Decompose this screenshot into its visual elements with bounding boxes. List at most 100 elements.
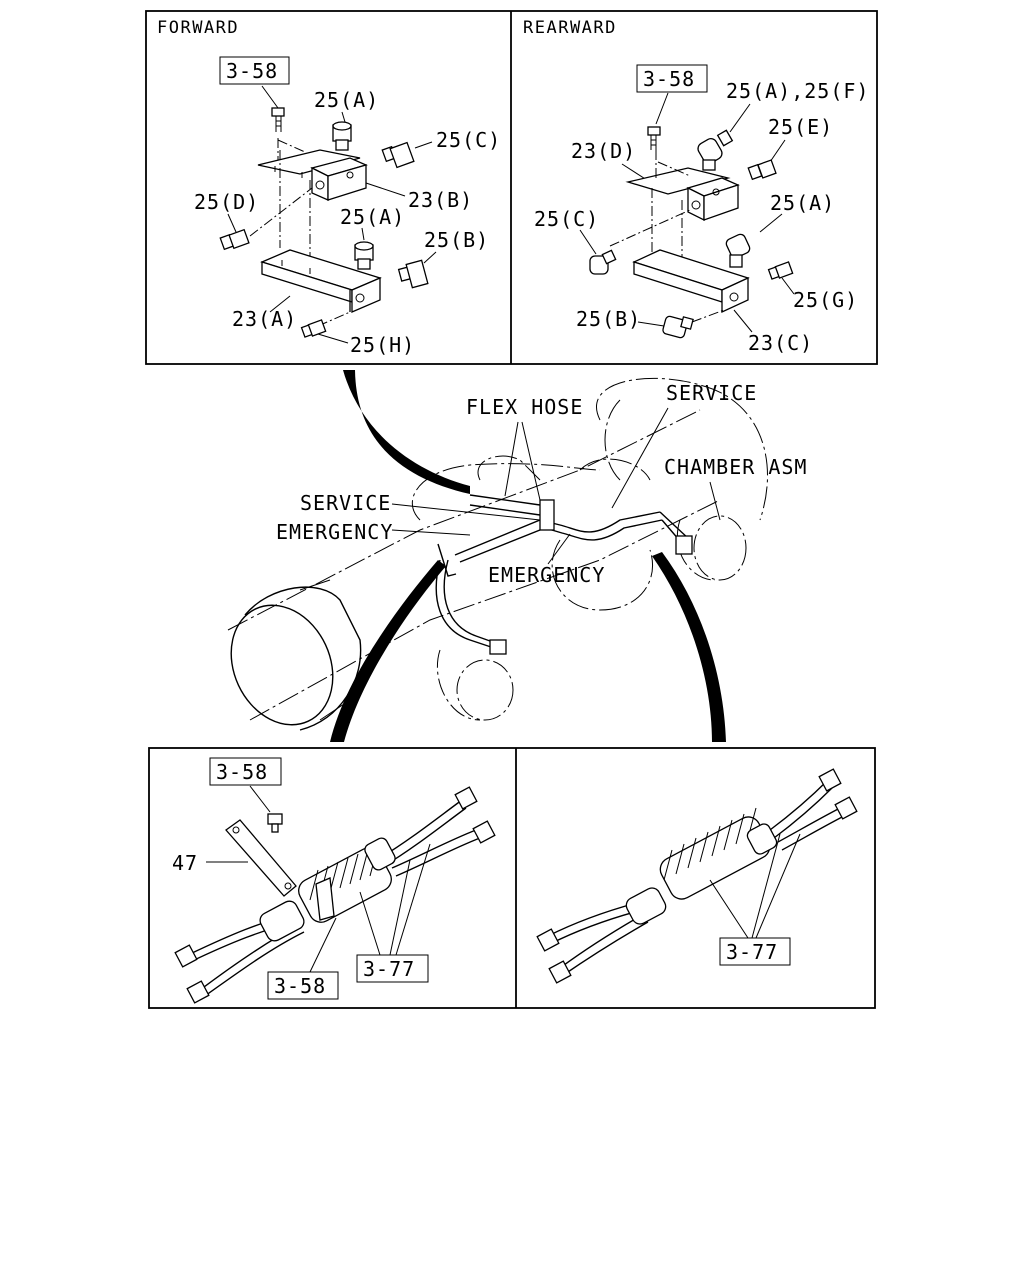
left-fitting	[489, 639, 507, 655]
forward-ref-358: 3-58	[226, 59, 278, 83]
callout-arc-forward	[343, 370, 470, 494]
leader-flex-hose-2	[521, 421, 541, 501]
forward-title: FORWARD	[157, 18, 239, 38]
forward-bolt	[261, 85, 285, 132]
leader-chamber-asm	[709, 481, 721, 521]
rearward-label-25g: 25(G)	[793, 288, 858, 312]
bl-ref-358-top: 3-58	[216, 760, 268, 784]
forward-label-25c: 25(C)	[436, 128, 501, 152]
rearward-fitting-25b	[662, 315, 694, 339]
forward-block-23b	[257, 149, 368, 201]
rearward-label-25e: 25(E)	[768, 115, 833, 139]
rearward-label-25a: 25(A)	[770, 191, 835, 215]
forward-leader-25d	[227, 213, 237, 233]
bottom-panels-frame	[148, 747, 876, 1009]
axle-differential	[477, 399, 654, 611]
leader-emergency-left	[391, 529, 471, 536]
forward-leader-25h	[317, 333, 349, 344]
forward-fitting-25c	[381, 141, 433, 169]
br-ref-box-377	[719, 937, 791, 966]
forward-fitting-25b	[397, 259, 429, 289]
rearward-title: REARWARD	[523, 18, 617, 38]
hose-left-2	[443, 559, 505, 647]
rearward-leader-23c	[733, 309, 753, 333]
forward-label-25a-top: 25(A)	[314, 88, 379, 112]
rearward-panel: REARWARD 3-58 25(A),25(F) 25(E) 23(D)	[523, 18, 869, 355]
rearward-label-23d: 23(D)	[571, 139, 636, 163]
bl-hose-assembly	[174, 786, 496, 1004]
bl-bracket-hole-1	[232, 826, 240, 834]
forward-leader-25b	[423, 251, 437, 264]
leader-service-left	[391, 503, 541, 521]
br-leader-377-2	[751, 833, 781, 939]
leader-service-right	[611, 407, 669, 509]
forward-fitting-25d	[219, 228, 250, 251]
rearward-leader-25c	[579, 229, 597, 255]
right-fitting	[675, 535, 693, 555]
forward-label-25h: 25(H)	[350, 333, 415, 357]
forward-leader-25a-mid	[361, 227, 365, 241]
wheel-hub	[230, 579, 362, 731]
rearward-block-23c	[632, 249, 750, 314]
flex-hose-pair	[469, 494, 541, 516]
rearward-fitting-25e	[747, 159, 777, 181]
forward-label-25b: 25(B)	[424, 228, 489, 252]
hose-main-1	[454, 511, 661, 556]
leader-emergency-mid	[547, 533, 571, 565]
label-emergency-left: EMERGENCY	[276, 520, 393, 544]
rearward-ref-358: 3-58	[643, 67, 695, 91]
label-service-left: SERVICE	[300, 491, 391, 515]
axle-illustration: FLEX HOSE SERVICE CHAMBER ASM SERVICE EM…	[227, 370, 807, 742]
br-hose-assembly	[536, 768, 858, 984]
rearward-label-23c: 23(C)	[748, 331, 813, 355]
leader-flex-hose-1	[504, 421, 519, 497]
bl-ref-box-bottom	[267, 971, 339, 1000]
center-fitting-block	[539, 499, 555, 531]
rearward-leader-25a	[759, 213, 783, 233]
rearward-leader-25af	[729, 103, 751, 133]
label-emergency-mid: EMERGENCY	[488, 563, 605, 587]
br-ref-377: 3-77	[726, 940, 778, 964]
hose-main-2	[459, 519, 663, 563]
bl-bolt	[267, 813, 283, 833]
bl-leader-ref-top	[249, 785, 271, 813]
label-chamber-asm: CHAMBER ASM	[664, 455, 807, 479]
callout-arc-bottom-left	[330, 560, 446, 742]
bl-ref-358-bottom: 3-58	[274, 974, 326, 998]
forward-dash-line-2	[249, 150, 313, 256]
rearward-dash-line-b	[691, 309, 725, 323]
forward-ref-box	[219, 56, 290, 85]
bl-leader-377-3	[395, 843, 431, 956]
rearward-fitting-25c	[589, 249, 617, 275]
bl-bracket-47	[225, 819, 297, 897]
forward-panel: FORWARD 3-58	[157, 18, 501, 357]
forward-leader-23b	[365, 182, 406, 197]
bl-leader-377-1	[359, 891, 381, 956]
rearward-fitting-25g	[767, 261, 794, 280]
label-service-right: SERVICE	[666, 381, 757, 405]
callout-arc-rearward	[652, 552, 726, 742]
bl-label-47: 47	[172, 851, 198, 875]
br-leader-377-1	[709, 879, 749, 939]
rearward-label-25c: 25(C)	[534, 207, 599, 231]
forward-label-25a-mid: 25(A)	[340, 205, 405, 229]
forward-label-23b: 23(B)	[408, 188, 473, 212]
axle-housing-outline	[227, 377, 768, 721]
label-flex-hose: FLEX HOSE	[466, 395, 583, 419]
rearward-leader-25e	[769, 139, 786, 163]
rearward-label-25af: 25(A),25(F)	[726, 79, 869, 103]
forward-leader-23a	[269, 295, 291, 313]
rearward-bolt	[647, 92, 669, 150]
forward-label-25d: 25(D)	[194, 190, 259, 214]
forward-dash-line-1	[277, 138, 306, 160]
rearward-dash-lines	[609, 150, 691, 268]
forward-fitting-25a-top	[332, 111, 352, 151]
forward-fitting-25h	[300, 319, 327, 338]
bottom-right-panel: 3-77	[536, 768, 858, 984]
rearward-label-25b: 25(B)	[576, 307, 641, 331]
rearward-fitting-25a	[725, 233, 751, 268]
br-leader-377-3	[755, 833, 801, 939]
bl-leader-377-2	[389, 859, 411, 956]
forward-label-23a: 23(A)	[232, 307, 297, 331]
rearward-ref-box	[636, 64, 708, 93]
